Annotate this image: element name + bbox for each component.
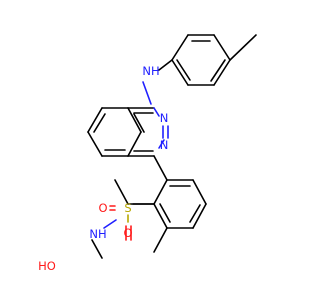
bond <box>114 179 129 205</box>
bond <box>189 204 201 223</box>
atom-oxygen-left: O <box>98 201 107 215</box>
atom-nh-amine: NH <box>142 64 159 78</box>
benzo-ring <box>87 107 145 157</box>
bond <box>153 179 168 205</box>
bond <box>153 155 168 181</box>
bond <box>93 113 106 133</box>
atom-sulfur: S <box>124 201 131 215</box>
bond <box>158 139 165 149</box>
bond <box>171 34 189 61</box>
molecule-diagram: NH N N S O O NH HO <box>38 34 257 273</box>
bond <box>192 203 207 229</box>
bond <box>142 81 152 105</box>
bond <box>213 34 231 61</box>
atom-oxygen-bottom: O <box>123 226 132 240</box>
bond <box>192 179 207 205</box>
bond <box>127 107 142 133</box>
bond <box>176 59 191 81</box>
bond <box>153 203 168 229</box>
tolyl-ring <box>171 34 257 86</box>
atom-nh-sulfonamide: NH <box>89 227 106 241</box>
bond <box>91 239 103 259</box>
structure-svg: NH N N S O O NH HO <box>38 34 257 273</box>
atom-n-ring-upper: N <box>160 111 169 125</box>
bond <box>133 113 145 133</box>
bond <box>171 59 189 86</box>
atom-hydroxyl: HO <box>38 259 56 273</box>
bond <box>127 131 142 157</box>
bond <box>87 131 103 157</box>
bond <box>158 59 173 71</box>
bond <box>213 59 231 86</box>
pyridazine-ring <box>127 107 169 157</box>
bond <box>210 59 226 82</box>
methyl-bond-bottom <box>153 227 168 253</box>
methyl-bond-top <box>229 34 257 61</box>
bond <box>153 107 160 117</box>
bond <box>103 219 117 229</box>
bond <box>159 203 171 223</box>
bond <box>87 107 103 133</box>
atom-n-ring-lower: N <box>160 138 169 152</box>
